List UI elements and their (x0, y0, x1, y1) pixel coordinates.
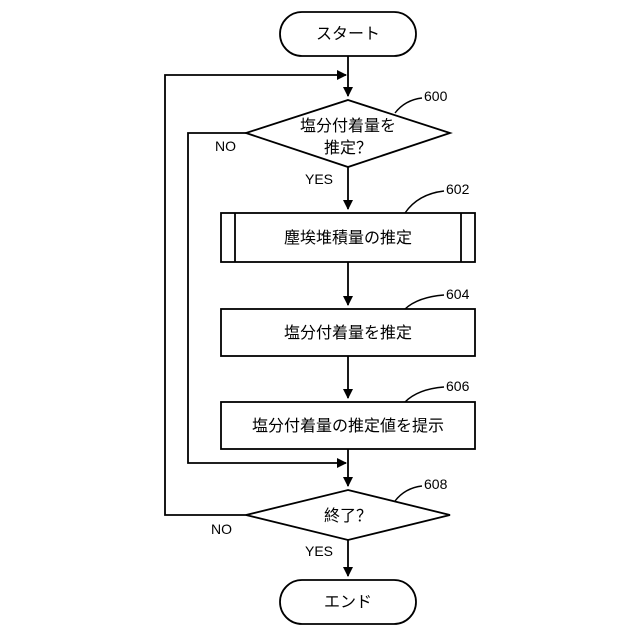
decision-600-yes-label: YES (305, 171, 333, 187)
ref-600: 600 (424, 88, 448, 104)
process-602-label: 塵埃堆積量の推定 (284, 228, 412, 247)
decision-600-no-label: NO (215, 138, 236, 154)
ref-604-leader (405, 295, 444, 309)
ref-606: 606 (446, 378, 470, 394)
ref-600-leader (395, 98, 422, 113)
decision-600-line2: 推定？ (324, 138, 372, 157)
ref-602-leader (405, 191, 444, 213)
decision-608-no-label: NO (211, 521, 232, 537)
start-label: スタート (316, 24, 380, 43)
ref-606-leader (405, 387, 444, 402)
end-label: エンド (324, 592, 372, 611)
ref-608: 608 (424, 476, 448, 492)
process-604-label: 塩分付着量を推定 (284, 323, 412, 342)
ref-602: 602 (446, 181, 470, 197)
decision-600-line1: 塩分付着量を (300, 116, 396, 135)
ref-608-leader (395, 486, 422, 501)
decision-608-label: 終了？ (324, 506, 372, 525)
decision-608-yes-label: YES (305, 543, 333, 559)
ref-604: 604 (446, 286, 470, 302)
process-606-label: 塩分付着量の推定値を提示 (252, 416, 444, 435)
